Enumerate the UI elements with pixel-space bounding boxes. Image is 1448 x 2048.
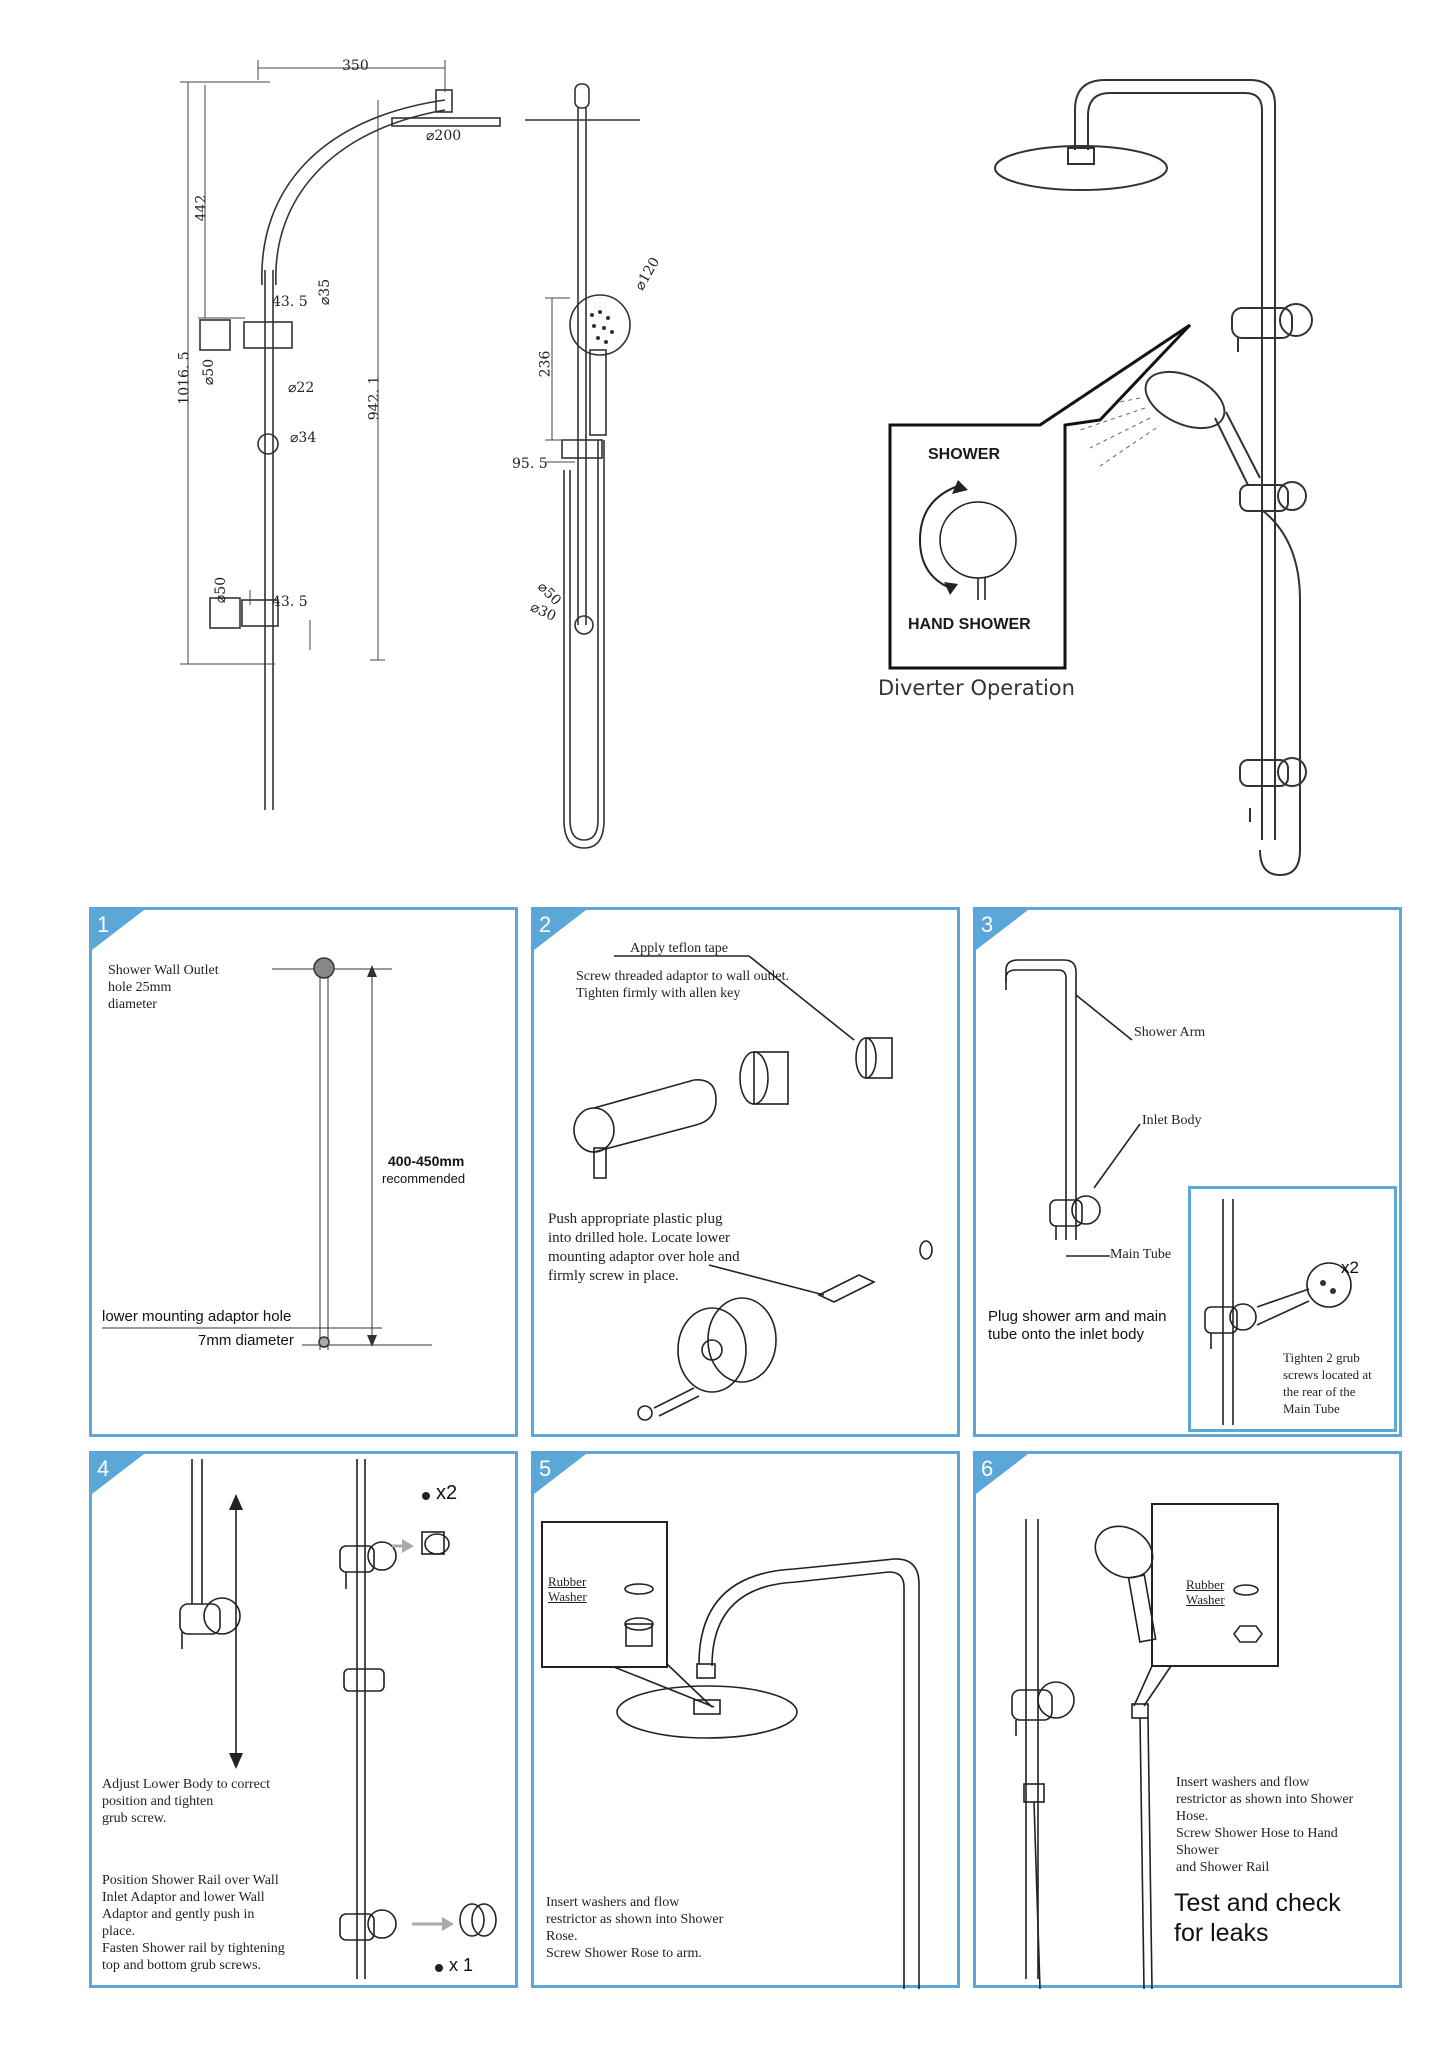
shower-arm-label: Shower Arm — [1134, 1025, 1206, 1040]
rubber-washer-label: Rubber Washer — [1186, 1577, 1225, 1607]
step-6-illustration — [1011, 1503, 1279, 1990]
shower-3d-illustration — [888, 79, 1313, 877]
step-1-illustration — [102, 957, 432, 1350]
push-note: Push appropriate plastic plug into drill… — [548, 1211, 740, 1284]
diverter-shower-label: SHOWER — [928, 446, 1000, 463]
distance-label: 400-450mm — [388, 1153, 465, 1169]
adjust-note: Adjust Lower Body to correct position an… — [102, 1777, 270, 1826]
dim-350: 350 — [342, 58, 369, 74]
step-5-illustration — [541, 1521, 920, 1989]
recommended-label: recommended — [382, 1171, 466, 1186]
step-4-illustration — [179, 1459, 497, 1979]
tighten-note: Tighten 2 grub screws located at the rea… — [1283, 1350, 1372, 1416]
dim-34: ⌀34 — [290, 430, 317, 446]
step-3-panel: 3 Shower Arm Inlet Body Main Tube Plug s… — [973, 907, 1402, 1437]
outlet-note: Shower Wall Outlet hole 25mm diameter — [108, 963, 219, 1012]
screw-note: Screw threaded adaptor to wall outlet. T… — [576, 969, 790, 1001]
inset-illustration — [1204, 1199, 1352, 1425]
dim-22: ⌀22 — [288, 380, 315, 396]
teflon-note: Apply teflon tape — [630, 941, 728, 956]
step-6-panel: 6 Rubber Washer Insert washers and flow … — [973, 1451, 1402, 1990]
inset-x2: x2 — [1341, 1258, 1359, 1277]
x2-label: x2 — [436, 1482, 458, 1504]
position-note: Position Shower Rail over Wall Inlet Ada… — [102, 1873, 285, 1973]
step-5-panel: 5 Rubber Washer Insert washers and flow … — [531, 1451, 960, 1989]
step-4-panel: 4 x2 x — [89, 1451, 518, 1988]
lower-hole-note: lower mounting adaptor hole — [102, 1308, 292, 1325]
diverter-caption: Diverter Operation — [878, 676, 1075, 700]
dim-43-5-lower: 43. 5 — [272, 594, 308, 610]
step-2-illustration — [573, 955, 933, 1421]
dim-head-diameter: ⌀200 — [426, 128, 462, 144]
step-1-panel: 1 Shower Wall Outlet hole 25mm diameter … — [89, 907, 518, 1437]
step-3-illustration — [1005, 959, 1141, 1257]
diverter-hand-shower-label: HAND SHOWER — [908, 616, 1031, 633]
lower-dia-note: 7mm diameter — [198, 1332, 294, 1349]
side-view-drawing — [525, 83, 640, 849]
dim-95-5: 95. 5 — [512, 456, 548, 472]
test-leaks-note: Test and check for leaks — [1174, 1889, 1341, 1947]
plug-note: Plug shower arm and main tube onto the i… — [988, 1308, 1167, 1343]
front-view-drawing — [180, 60, 501, 810]
insert-note: Insert washers and flow restrictor as sh… — [546, 1895, 724, 1961]
main-tube-label: Main Tube — [1110, 1247, 1172, 1262]
x1-label: x 1 — [449, 1955, 474, 1975]
dim-43-5-top: 43. 5 — [272, 294, 308, 310]
step-3-inset: x2 Tighten 2 grub screws located at the … — [1188, 1186, 1397, 1432]
step-2-panel: 2 Apply teflon tape Screw threade — [531, 907, 960, 1437]
rubber-washer-label: Rubber Washer — [548, 1574, 587, 1604]
insert-note: Insert washers and flow restrictor as sh… — [1176, 1775, 1354, 1875]
inlet-body-label: Inlet Body — [1142, 1113, 1202, 1128]
